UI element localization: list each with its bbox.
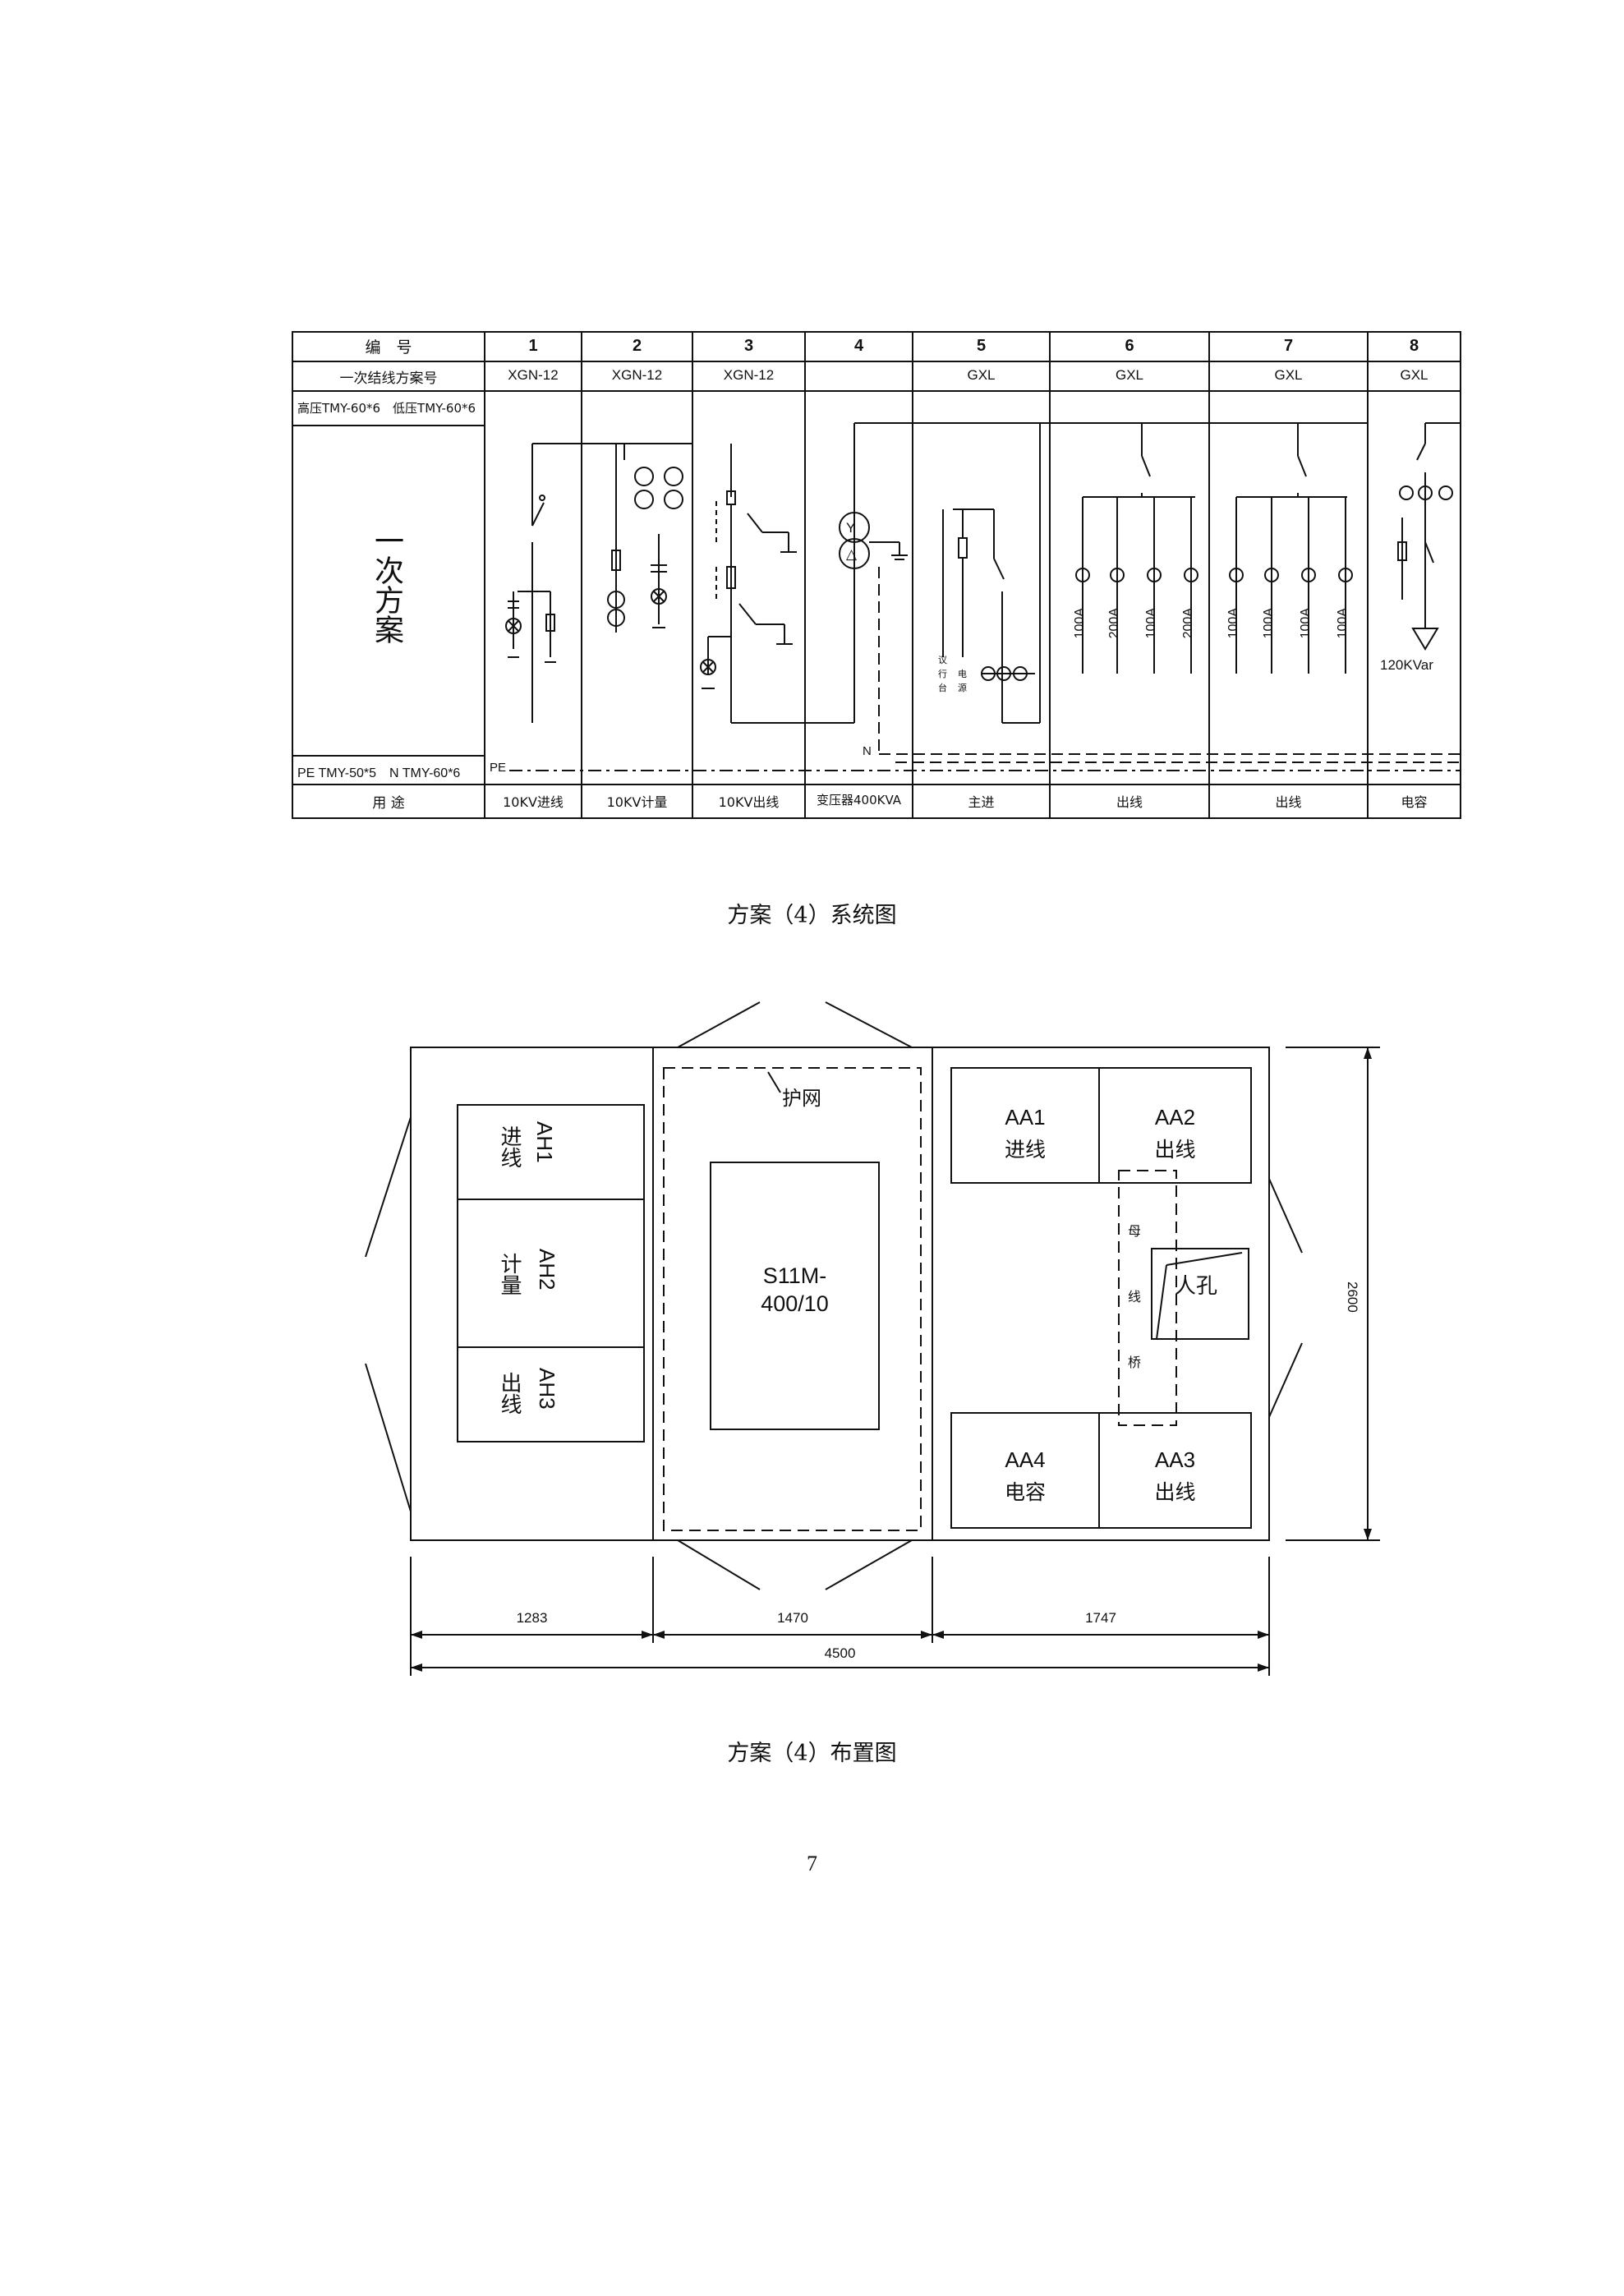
col5-label-4: 源 bbox=[958, 683, 967, 693]
lv-cabinet-aa1-code: AA1 bbox=[1005, 1105, 1046, 1130]
col6-rating-0: 100A bbox=[1073, 608, 1087, 639]
guard-net-label: 护网 bbox=[782, 1087, 821, 1110]
lv-cabinet-aa4-use: 电容 bbox=[1004, 1480, 1046, 1504]
usage-row-label: 用 途 bbox=[372, 795, 405, 812]
col-usage-3: 10KV出线 bbox=[718, 794, 780, 810]
hv-cabinet-3-code: AH3 bbox=[535, 1368, 559, 1410]
lv-cabinet-aa3-use: 出线 bbox=[1154, 1480, 1196, 1504]
col-scheme-2: XGN-12 bbox=[611, 367, 663, 383]
hv-cabinet-1: AH1 bbox=[493, 1121, 559, 1187]
col8-capacity: 120KVar bbox=[1380, 657, 1433, 673]
dim-width-2: 1470 bbox=[777, 1610, 808, 1626]
col-scheme-1: XGN-12 bbox=[508, 367, 559, 383]
col-usage-1: 10KV进线 bbox=[503, 794, 564, 810]
busbar-label: 高压TMY-60*6 低压TMY-60*6 bbox=[297, 401, 476, 416]
hv-cabinet-2-code: AH2 bbox=[535, 1249, 559, 1291]
col-scheme-7: GXL bbox=[1274, 367, 1303, 383]
col-no-3: 3 bbox=[743, 337, 754, 355]
col-usage-6: 出线 bbox=[1116, 794, 1143, 810]
col-usage-4: 变压器400KVA bbox=[816, 793, 902, 808]
primary-scheme-label: 一次方案 bbox=[370, 526, 403, 644]
table-header-label: 编 号 bbox=[365, 338, 412, 357]
col6-rating-2: 100A bbox=[1144, 608, 1158, 639]
pe-n-label: PE TMY-50*5 N TMY-60*6 bbox=[297, 766, 461, 780]
svg-text:Y: Y bbox=[846, 520, 855, 536]
col-no-7: 7 bbox=[1283, 337, 1294, 355]
bus-bridge-2: 线 bbox=[1128, 1289, 1142, 1304]
col7-rating-0: 100A bbox=[1226, 608, 1240, 639]
col5-label-1: 行 bbox=[938, 669, 947, 679]
col-no-6: 6 bbox=[1125, 337, 1134, 355]
hv-cabinet-2-use: 计量 bbox=[497, 1253, 522, 1295]
dim-height: 2600 bbox=[1345, 1281, 1360, 1313]
col-usage-8: 电容 bbox=[1401, 794, 1428, 810]
scheme-row-label: 一次结线方案号 bbox=[339, 370, 438, 387]
hv-cabinet-3-use: 出线 bbox=[497, 1372, 522, 1415]
bus-bridge-1: 母 bbox=[1128, 1223, 1142, 1239]
lv-cabinet-aa4-code: AA4 bbox=[1005, 1447, 1046, 1472]
manhole-label: 人孔 bbox=[1175, 1274, 1218, 1299]
col-no-8: 8 bbox=[1409, 337, 1419, 355]
lv-cabinet-aa1-use: 进线 bbox=[1004, 1138, 1046, 1162]
dim-width-1: 1283 bbox=[516, 1610, 548, 1626]
col-no-2: 2 bbox=[632, 337, 642, 355]
col-scheme-3: XGN-12 bbox=[723, 367, 775, 383]
col7-rating-3: 100A bbox=[1336, 608, 1350, 639]
pe-mark: PE bbox=[490, 761, 507, 775]
svg-text:△: △ bbox=[846, 546, 858, 562]
transformer-label-2: 400/10 bbox=[761, 1291, 829, 1316]
col5-label-0: 议 bbox=[938, 655, 947, 665]
hv-cabinet-1-code: AH1 bbox=[532, 1121, 557, 1163]
bus-bridge-3: 桥 bbox=[1128, 1355, 1142, 1370]
col-scheme-8: GXL bbox=[1400, 367, 1428, 383]
col6-rating-3: 200A bbox=[1181, 608, 1195, 639]
hv-cabinet-1-use: 进线 bbox=[497, 1125, 522, 1168]
col-usage-5: 主进 bbox=[968, 794, 995, 810]
transformer-label-1: S11M- bbox=[762, 1263, 827, 1288]
caption-system-diagram: 方案（4）系统图 bbox=[727, 903, 897, 928]
col-scheme-5: GXL bbox=[967, 367, 996, 383]
caption-layout-diagram: 方案（4）布置图 bbox=[727, 1741, 897, 1766]
col-scheme-6: GXL bbox=[1115, 367, 1144, 383]
col-usage-7: 出线 bbox=[1275, 794, 1302, 810]
col5-label-3: 电 bbox=[958, 669, 967, 679]
n-mark: N bbox=[863, 744, 872, 758]
col7-rating-1: 100A bbox=[1262, 608, 1276, 639]
lv-cabinet-aa2-code: AA2 bbox=[1154, 1105, 1196, 1130]
col6-rating-1: 200A bbox=[1107, 608, 1121, 639]
col-no-1: 1 bbox=[528, 337, 538, 355]
col-usage-2: 10KV计量 bbox=[606, 794, 668, 810]
dim-total: 4500 bbox=[824, 1645, 856, 1661]
col-no-5: 5 bbox=[976, 337, 987, 355]
col-no-4: 4 bbox=[853, 337, 864, 355]
lv-cabinet-aa3-code: AA3 bbox=[1154, 1447, 1196, 1472]
lv-cabinet-aa2-use: 出线 bbox=[1154, 1138, 1196, 1162]
col5-label-2: 台 bbox=[938, 683, 947, 693]
page-number: 7 bbox=[807, 1852, 817, 1875]
dim-width-3: 1747 bbox=[1085, 1610, 1116, 1626]
col7-rating-2: 100A bbox=[1299, 608, 1313, 639]
